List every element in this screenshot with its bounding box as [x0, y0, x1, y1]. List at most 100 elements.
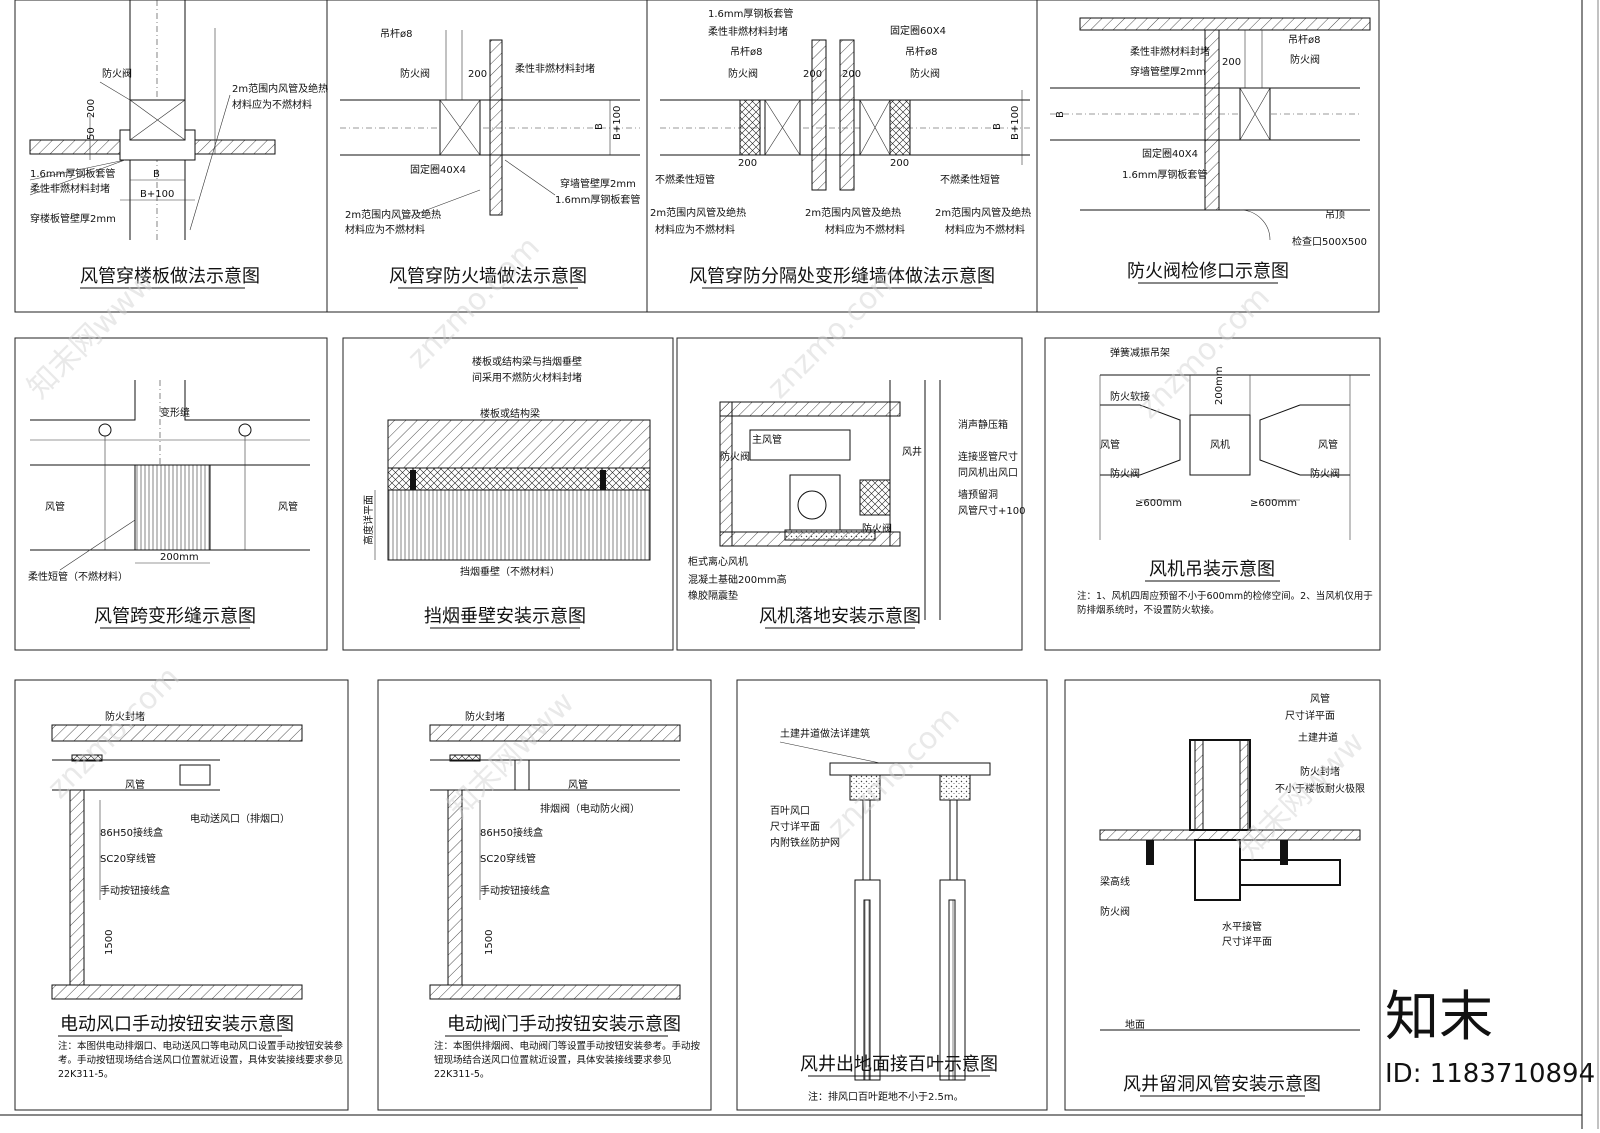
label: 1500	[104, 930, 115, 955]
watermark-text: znzmo.com	[401, 230, 547, 376]
label: 变形缝	[160, 406, 190, 419]
label: SC20穿线管	[100, 852, 156, 865]
label: 地面	[1125, 1018, 1145, 1031]
label: 连接竖管尺寸	[958, 450, 1018, 463]
panel-title: 风井出地面接百叶示意图	[800, 1054, 998, 1075]
label: 风管	[45, 500, 65, 513]
label: B	[1055, 111, 1066, 118]
label: 防火阀	[1290, 53, 1320, 66]
label: 2m范围内风管及绝热	[650, 206, 746, 219]
label: 86H50接线盒	[480, 826, 543, 839]
label: 吊杆ø8	[730, 46, 762, 58]
label: 风管	[278, 500, 298, 513]
panel-11: 土建井道做法详建筑 百叶风口 尺寸详平面 内附铁丝防护网 风井出地面接百叶示意图…	[736, 679, 1048, 1111]
label: 土建井道	[1298, 731, 1338, 744]
panel-title: 防火阀检修口示意图	[1127, 261, 1289, 282]
label: B	[992, 123, 1003, 130]
label: ≥600mm	[1250, 498, 1297, 509]
label: 穿墙管壁厚2mm	[1130, 65, 1206, 78]
label: 吊杆ø8	[380, 28, 412, 40]
panel-12: 风管 尺寸详平面 土建井道 防火封堵 不小于楼板耐火极限 梁高线 防火阀 水平接…	[1064, 679, 1381, 1111]
panel-title: 风管穿防火墙做法示意图	[389, 266, 587, 287]
label: 1.6mm厚钢板套管	[30, 167, 115, 180]
panel-title: 风管跨变形缝示意图	[94, 606, 256, 627]
label: 柔性非燃材料封堵	[30, 182, 110, 195]
label: 吊杆ø8	[905, 46, 937, 58]
label: ≥600mm	[1135, 498, 1182, 509]
label: 水平接管	[1222, 920, 1262, 933]
label: 尺寸详平面	[770, 820, 820, 833]
label: 尺寸详平面	[1222, 935, 1272, 948]
label: B+100	[612, 106, 623, 140]
panel-5: 变形缝 风管 风管 200mm 柔性短管（不燃材料） 风管跨变形缝示意图	[14, 337, 328, 651]
label: 风管	[125, 778, 145, 791]
label: 防火封堵	[105, 710, 145, 723]
label: 风管	[568, 778, 588, 791]
label: 柔性非燃材料封堵	[708, 25, 788, 38]
label: 86H50接线盒	[100, 826, 163, 839]
panel-1: 防火阀 2m范围内风管及绝热 材料应为不燃材料 1.6mm厚钢板套管 柔性非燃材…	[14, 0, 328, 313]
label: 柔性非燃材料封堵	[515, 62, 595, 75]
label: 橡胶隔震垫	[688, 589, 738, 602]
label: 200	[803, 69, 822, 80]
label: 固定圈40X4	[1142, 147, 1198, 160]
label: 楼板或结构梁与挡烟垂壁	[472, 355, 582, 368]
label: 2m范围内风管及绝热	[232, 82, 328, 95]
panel-6: 楼板或结构梁与挡烟垂壁 间采用不燃防火材料封堵 楼板或结构梁 高度详平面 挡烟垂…	[342, 337, 674, 651]
label: 材料应为不燃材料	[655, 223, 735, 236]
label: 防火阀	[910, 67, 940, 80]
label: 消声静压箱	[958, 418, 1008, 431]
panel-note: 注：本图供排烟阀、电动阀门等设置手动按钮安装参考。手动按钮现场结合送风口位置就近…	[434, 1041, 701, 1080]
panel-8: 弹簧减振吊架 防火软接 200mm 风管 风机 风管 防火阀 防火阀 ≥600m…	[1044, 337, 1381, 651]
brand-logo-text: 知末	[1385, 985, 1493, 1048]
label: B+100	[140, 189, 174, 200]
label: 风管	[1100, 438, 1120, 451]
panel-title: 风管穿楼板做法示意图	[80, 266, 260, 287]
panel-note: 注：1、风机四周应预留不小于600mm的检修空间。2、当风机仅用于防排烟系统时，…	[1077, 591, 1373, 616]
label: 不燃柔性短管	[940, 173, 1000, 186]
label: 不小于楼板耐火极限	[1275, 782, 1365, 795]
label: 间采用不燃防火材料封堵	[472, 371, 582, 384]
panel-title: 风管穿防分隔处变形缝墙体做法示意图	[689, 266, 995, 287]
watermark-id: ID: 1183710894	[1385, 1059, 1595, 1089]
label: 1.6mm厚钢板套管	[708, 7, 793, 20]
label: 防火阀	[862, 522, 892, 535]
label: 2m范围内风管及绝热	[805, 206, 901, 219]
label: 200mm	[160, 552, 199, 563]
label: SC20穿线管	[480, 852, 536, 865]
label: 风管尺寸+100	[958, 504, 1025, 517]
label: 1.6mm厚钢板套管	[555, 193, 640, 206]
label: 风管	[1318, 438, 1338, 451]
label: 挡烟垂壁（不燃材料）	[460, 565, 560, 578]
panel-title: 挡烟垂壁安装示意图	[424, 606, 586, 627]
panel-4: 柔性非燃材料封堵 穿墙管壁厚2mm 200 吊杆ø8 防火阀 B 固定圈40X4…	[1036, 0, 1380, 313]
label: 排烟阀（电动防火阀）	[540, 802, 640, 815]
label: 固定圈40X4	[410, 163, 466, 176]
label: 柔性短管（不燃材料）	[28, 570, 128, 583]
label: 材料应为不燃材料	[945, 223, 1025, 236]
label: B	[153, 169, 160, 180]
label: 防火阀	[728, 67, 758, 80]
label: 尺寸详平面	[1285, 709, 1335, 722]
label: 吊杆ø8	[1288, 34, 1320, 46]
label: 穿楼板管壁厚2mm	[30, 212, 116, 225]
label: 2m范围内风管及绝热	[345, 208, 441, 221]
label: 200	[468, 69, 487, 80]
label: 土建井道做法详建筑	[780, 727, 870, 740]
label: 柜式离心风机	[688, 555, 748, 568]
label: 材料应为不燃材料	[232, 98, 312, 111]
label: 楼板或结构梁	[480, 407, 540, 420]
label: 200	[842, 69, 861, 80]
panel-3: 1.6mm厚钢板套管 柔性非燃材料封堵 吊杆ø8 防火阀 200 固定圈60X4…	[646, 0, 1038, 313]
label: 主风管	[752, 433, 782, 446]
label: 材料应为不燃材料	[825, 223, 905, 236]
watermarks: 知末网www znzmo.com znzmo.com znzmo.com znz…	[21, 230, 1371, 866]
label: 检查口500X500	[1292, 235, 1367, 248]
label: 高度详平面	[362, 495, 375, 545]
label: 固定圈60X4	[890, 24, 946, 37]
label: 材料应为不燃材料	[345, 223, 425, 236]
label: 200	[86, 99, 97, 118]
label: 200	[1222, 57, 1241, 68]
label: 风机	[1210, 438, 1230, 451]
